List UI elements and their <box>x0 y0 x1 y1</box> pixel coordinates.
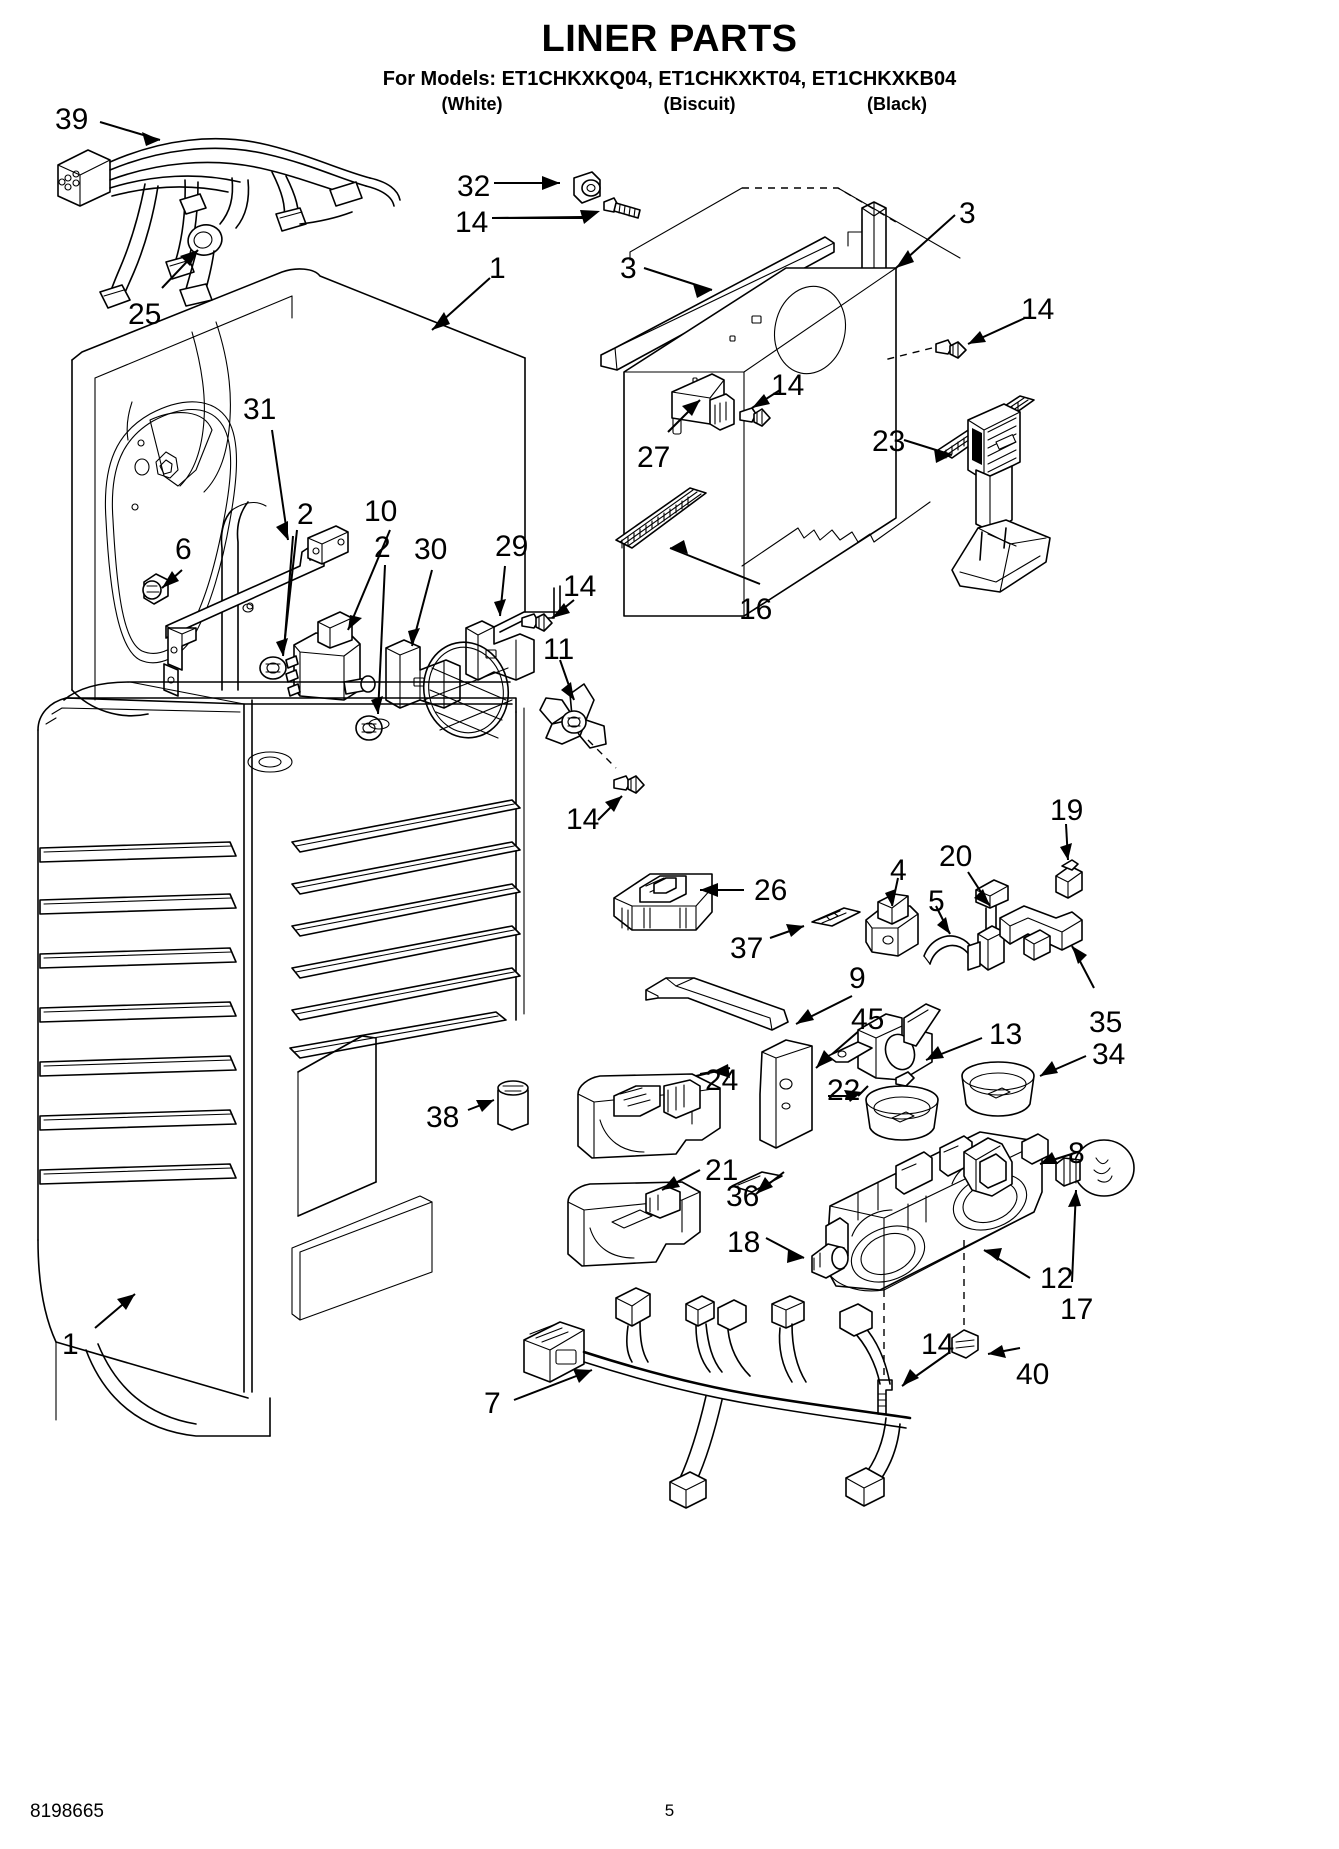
light-socket-holder <box>964 1138 1012 1196</box>
part-24-air-duct-upper <box>578 1064 730 1158</box>
part-10-damper-control <box>286 530 390 700</box>
color-variants: (White) (Biscuit) (Black) <box>0 94 1339 115</box>
models-line: For Models: ET1CHKXKQ04, ET1CHKXKT04, ET… <box>382 67 957 90</box>
callout-number-1: 1 <box>489 252 506 285</box>
callout-number-13: 13 <box>989 1018 1023 1051</box>
callout-number-8: 8 <box>1068 1137 1085 1170</box>
part-21-air-duct-lower <box>568 1170 700 1266</box>
page-title: LINER PARTS <box>541 18 798 60</box>
page-footer: 8198665 5 <box>0 1801 1339 1827</box>
page-header: LINER PARTS For Models: ET1CHKXKQ04, ET1… <box>0 18 1339 115</box>
callout-number-40: 40 <box>1016 1358 1050 1391</box>
callout-number-14: 14 <box>771 369 805 402</box>
callout-number-10: 10 <box>364 495 398 528</box>
part-14-screw-a <box>492 198 640 224</box>
part-14-screw-b <box>740 390 780 426</box>
callout-number-9: 9 <box>849 962 866 995</box>
part-36-foam-pad <box>732 1172 784 1194</box>
callout-number-38: 38 <box>426 1101 460 1134</box>
callout-number-22: 22 <box>827 1074 861 1107</box>
part-38-cap <box>468 1081 528 1130</box>
callout-number-11: 11 <box>543 633 575 666</box>
callout-number-12: 12 <box>1040 1262 1074 1295</box>
part-1-cabinet-liner-upper <box>72 269 525 716</box>
part-3-trim-strip-left <box>601 237 834 370</box>
publication-part-number: 8198665 <box>30 1801 104 1822</box>
part-14-screw-d <box>522 600 574 631</box>
part-40-nut <box>952 1240 1020 1358</box>
callout-number-4: 4 <box>890 854 907 887</box>
callout-number-27: 27 <box>637 441 671 474</box>
callout-number-29: 29 <box>495 530 529 563</box>
part-7-wiring-harness-lower <box>514 1288 910 1508</box>
page-number: 5 <box>664 1801 675 1820</box>
color-biscuit: (Biscuit) <box>663 93 736 114</box>
callout-number-5: 5 <box>928 885 945 918</box>
callout-number-36: 36 <box>726 1180 760 1213</box>
part-35-lever-arm <box>1000 906 1094 988</box>
callout-number-14: 14 <box>921 1328 955 1361</box>
callout-number-1: 1 <box>62 1328 79 1361</box>
callout-number-14: 14 <box>1021 293 1055 326</box>
part-30-bracket-left <box>386 570 460 708</box>
callout-number-3: 3 <box>620 252 637 285</box>
callout-number-26: 26 <box>754 874 788 907</box>
part-14-screw-f <box>878 1290 950 1414</box>
callout-number-7: 7 <box>484 1387 501 1420</box>
part-26-control-module <box>614 874 744 930</box>
callout-number-2: 2 <box>374 531 391 564</box>
callout-number-31: 31 <box>243 393 277 426</box>
callout-number-30: 30 <box>414 533 448 566</box>
callout-number-20: 20 <box>939 840 973 873</box>
color-white: (White) <box>441 93 503 114</box>
part-2-screw-a <box>260 530 297 679</box>
part-14-screw-e <box>588 740 644 820</box>
callout-number-39: 39 <box>55 103 89 136</box>
part-13-damper-door <box>828 1004 982 1086</box>
callout-number-2: 2 <box>297 498 314 531</box>
part-23-air-tower-diffuser <box>904 404 1050 592</box>
callout-number-21: 21 <box>705 1154 739 1187</box>
part-34-cup-seal-2 <box>962 1056 1086 1116</box>
part-39-wiring-harness-upper <box>58 122 400 308</box>
callout-number-37: 37 <box>730 932 764 965</box>
callout-number-24: 24 <box>705 1064 739 1097</box>
callout-number-17: 17 <box>1060 1293 1094 1326</box>
callout-number-45: 45 <box>851 1003 885 1036</box>
callout-number-3: 3 <box>959 197 976 230</box>
part-11-fan-blade <box>540 660 606 748</box>
part-6-plug-button <box>143 570 182 604</box>
part-18-light-bulb-small <box>766 1238 848 1278</box>
part-2-screw-b <box>356 565 385 740</box>
callout-number-23: 23 <box>872 425 906 458</box>
callout-number-16: 16 <box>739 593 773 626</box>
callout-number-32: 32 <box>457 170 491 203</box>
color-black: (Black) <box>866 93 928 114</box>
part-27-bracket <box>668 374 734 432</box>
part-31-mounting-bracket <box>164 430 348 696</box>
part-45-insulation-shield <box>760 1030 860 1148</box>
part-32-grommet <box>494 172 600 203</box>
part-22-cup-seal <box>828 1086 938 1140</box>
part-1-cabinet-liner-main <box>38 682 524 1436</box>
callout-number-14: 14 <box>455 206 489 239</box>
part-8-light-bulb <box>1040 1140 1134 1196</box>
callout-number-18: 18 <box>727 1226 761 1259</box>
callout-number-34: 34 <box>1092 1038 1126 1071</box>
part-4-switch <box>866 878 918 956</box>
callout-number-6: 6 <box>175 533 192 566</box>
part-20-actuator-rod <box>968 872 1008 970</box>
callout-number-19: 19 <box>1050 794 1084 827</box>
part-9-wire-clip <box>646 978 852 1030</box>
callout-number-14: 14 <box>566 803 600 836</box>
part-37-nameplate <box>770 908 860 938</box>
part-19-clip <box>1056 824 1082 898</box>
part-14-screw-c <box>884 318 1025 360</box>
callout-number-25: 25 <box>128 298 162 331</box>
callout-number-35: 35 <box>1089 1006 1123 1039</box>
callout-number-14: 14 <box>563 570 597 603</box>
